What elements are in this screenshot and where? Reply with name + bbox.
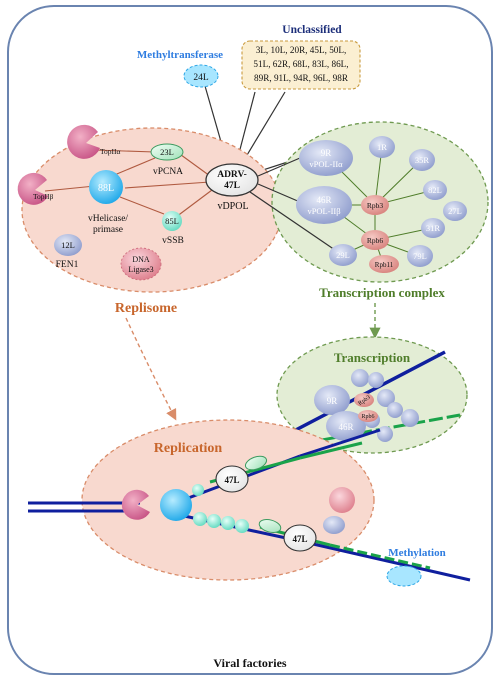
rpb3-protein [361, 195, 389, 215]
replication-ssb-chain [192, 484, 249, 533]
replication-helicase [160, 489, 192, 521]
replication-pcna-top [244, 455, 268, 471]
unclassified-title: Unclassified [282, 24, 342, 36]
unclassified-line-1: 3L, 10L, 20R, 45L, 50L, [256, 45, 347, 55]
fen1-caption: FEN1 [56, 260, 79, 270]
transcription-rpb6-label: Rpb6 [361, 414, 374, 420]
ligase-label-1: DNA [132, 255, 150, 264]
replisome-to-replication-arrow [125, 317, 177, 421]
topIIa-protein [67, 124, 100, 159]
topIIb-label: TopIIβ [33, 192, 54, 201]
ligase-label-2: Ligase3 [128, 265, 153, 274]
helicase-caption-1: vHelicase/ [88, 214, 128, 224]
rpb6-label: Rpb6 [367, 236, 384, 245]
protein-79L [407, 245, 433, 267]
ligase3-protein [120, 247, 162, 281]
replication-title: Replication [154, 441, 223, 456]
transcription-46R-label: 46R [338, 422, 353, 432]
ssb-label: 85L [165, 216, 179, 226]
rpb11-label: Rpb11 [375, 261, 394, 269]
replisome-title: Replisome [115, 301, 177, 316]
ssb-caption: vSSB [162, 236, 184, 246]
dpol-label-2: 47L [224, 181, 240, 191]
viral-factories-label: Viral factories [213, 656, 287, 670]
replication-ligase [329, 487, 355, 513]
pol-a-label-1: 9R [321, 148, 332, 158]
dpol-label-1: ADRV- [217, 170, 247, 180]
protein-82L [423, 180, 447, 200]
protein-27L [443, 201, 467, 221]
replication-fen1 [323, 516, 345, 534]
helicase-88L-protein [89, 170, 123, 204]
protein-79L-label: 79L [413, 251, 427, 261]
fen1-12L-protein [54, 234, 82, 256]
rpb3-label: Rpb3 [367, 201, 384, 210]
pol-b-label-2: vPOL-IIβ [307, 206, 340, 216]
protein-29L-label: 29L [336, 250, 350, 260]
pcna-23L-protein [150, 143, 184, 161]
transcription-complex-title: Transcription complex [319, 285, 445, 300]
transcription-dna-strand [289, 350, 446, 435]
protein-82L-label: 82L [428, 185, 442, 195]
pcna-caption: vPCNA [153, 167, 183, 177]
rpb11-protein [369, 255, 399, 273]
unclassified-line-2: 51L, 62R, 68L, 83L, 86L, [253, 59, 348, 69]
replication-dpol-top-label: 47L [224, 475, 239, 485]
pol-a-label-2: vPOL-IIα [309, 159, 343, 169]
protein-31R [421, 218, 445, 238]
fen1-label: 12L [61, 240, 75, 250]
transcription-9R-label: 9R [327, 396, 338, 406]
protein-27L-label: 27L [448, 206, 462, 216]
protein-35R-label: 35R [415, 155, 430, 165]
protein-1R-label: 1R [377, 142, 387, 152]
helicase-label: 88L [98, 183, 114, 194]
ssb-85L-protein [162, 211, 182, 231]
methylation-protein [386, 565, 422, 587]
transcription-polymerase-cluster [314, 369, 419, 442]
methylation-label: Methylation [388, 547, 445, 559]
methyltransferase-label: Methyltransferase [137, 49, 223, 61]
pol-9R-protein [299, 140, 353, 176]
helicase-caption-2: primase [93, 225, 123, 235]
protein-35R [409, 149, 435, 171]
rpb6-protein [361, 230, 389, 250]
transcription-title: Transcription [334, 350, 411, 365]
unclassified-box [241, 40, 361, 90]
methyltransferase-protein [183, 64, 219, 88]
unclassified-line-3: 89R, 91L, 94R, 96L, 98R [254, 73, 349, 83]
dpol-caption: vDPOL [217, 201, 248, 212]
pol-46R-protein [296, 186, 352, 224]
topIIa-label: TopIIα [100, 147, 121, 156]
protein-29L [329, 244, 357, 266]
protein-1R [369, 136, 395, 158]
pcna-label: 23L [160, 147, 174, 157]
protein-31R-label: 31R [426, 223, 441, 233]
methyltransferase-protein-label: 24L [193, 73, 209, 83]
dpol-47L-protein [205, 163, 259, 197]
topIIb-protein [17, 172, 48, 205]
pol-b-label-1: 46R [316, 195, 331, 205]
replication-dpol-top [215, 465, 249, 493]
replication-dpol-bottom [283, 524, 317, 552]
replication-topII [121, 489, 150, 520]
replication-dpol-bottom-label: 47L [292, 534, 307, 544]
replication-pcna-bottom [258, 519, 282, 533]
